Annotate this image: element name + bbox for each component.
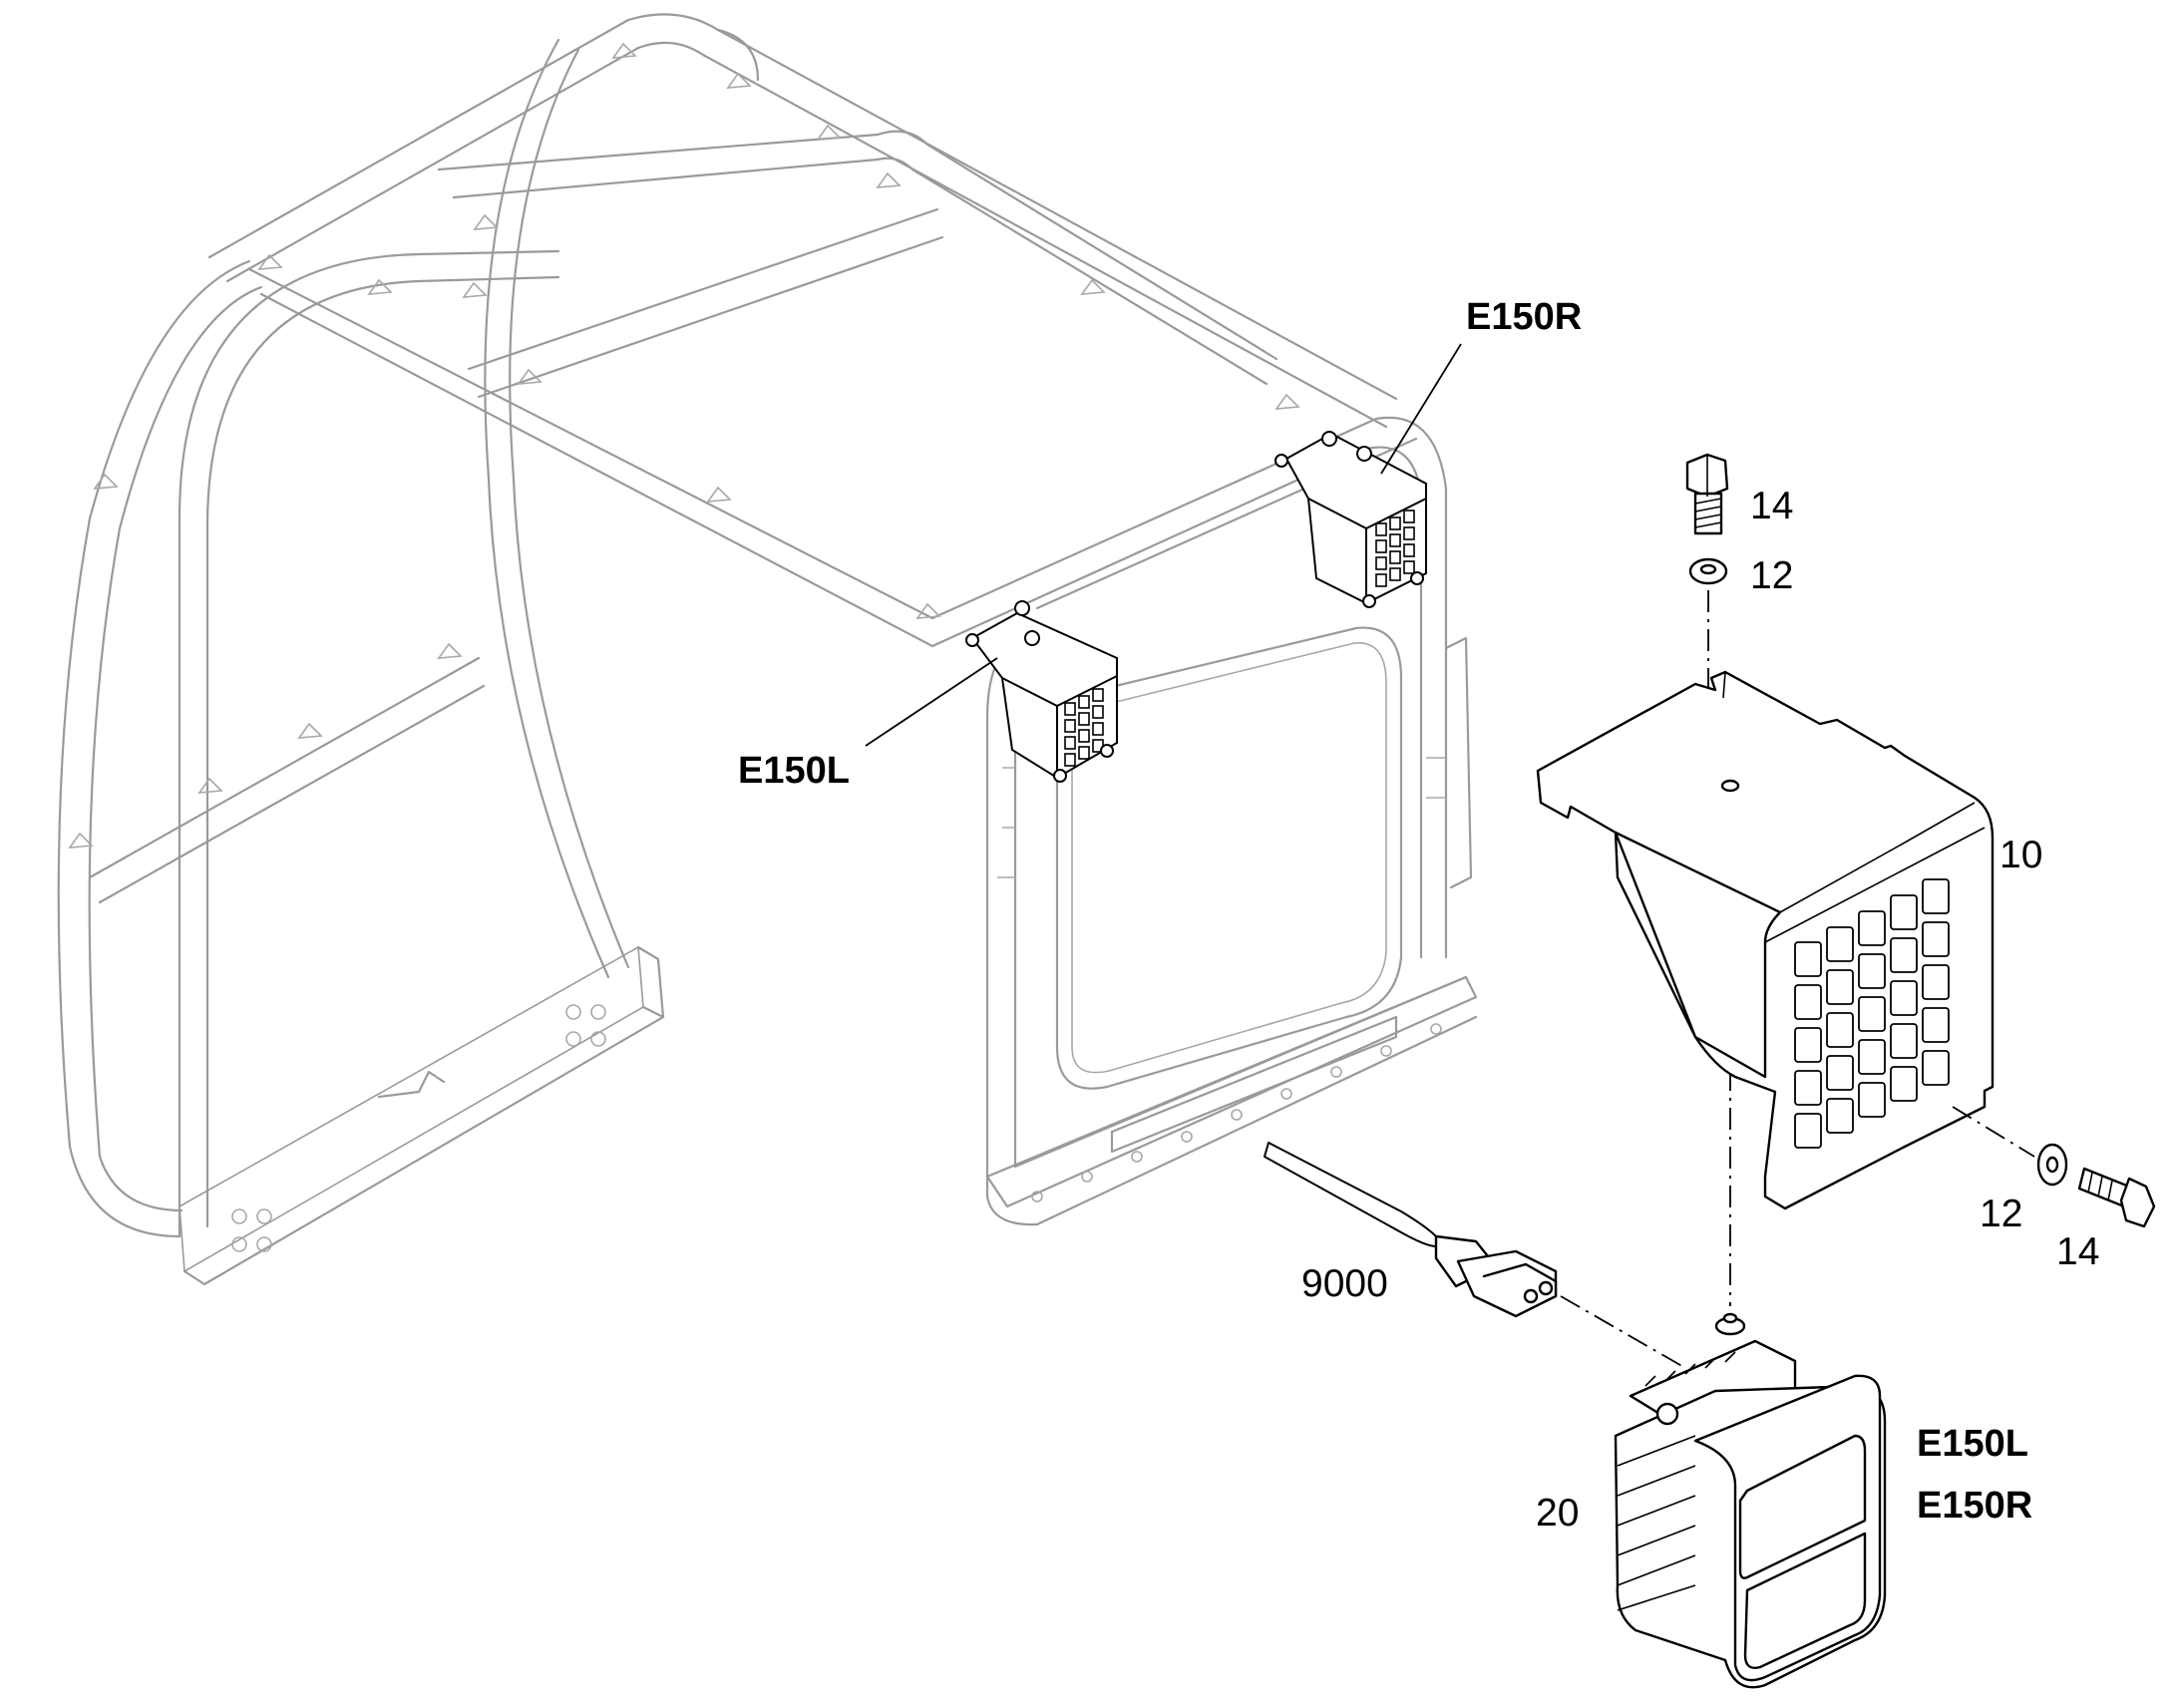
callout-lamp-code-left: E150L (1917, 1423, 2028, 1465)
axis-line-side (1952, 1106, 2035, 1158)
callout-washer-top: 12 (1750, 554, 1793, 597)
leader-e150r (1380, 343, 1462, 475)
frame-tabs (68, 42, 1300, 849)
callout-lamp: 20 (1536, 1492, 1579, 1535)
callout-lamp-code-right: E150R (1917, 1485, 2032, 1527)
installed-guard-left (965, 600, 1118, 783)
work-lamp (1614, 1312, 1887, 1689)
callout-harness: 9000 (1301, 1262, 1388, 1305)
wiring-harness (1264, 1142, 1558, 1318)
bolt-side (2077, 1167, 2156, 1228)
callout-bolt-side: 14 (2056, 1230, 2099, 1273)
callout-e150l-frame: E150L (738, 750, 850, 792)
washer-top (1688, 557, 1728, 585)
axis-line-harness (1560, 1295, 1686, 1369)
leader-e150l (865, 657, 998, 747)
callout-guard: 10 (1999, 834, 2042, 876)
callout-washer-side: 12 (1980, 1193, 2022, 1235)
washer-side (2036, 1143, 2068, 1187)
installed-guard-right (1274, 431, 1427, 608)
guard-grille (1794, 878, 1950, 1149)
cab-frame (57, 13, 1478, 1286)
callout-bolt-top: 14 (1750, 485, 1793, 527)
callout-e150r-frame: E150R (1466, 296, 1582, 338)
guard-bracket (1536, 670, 1995, 1210)
bolt-top (1685, 453, 1729, 535)
